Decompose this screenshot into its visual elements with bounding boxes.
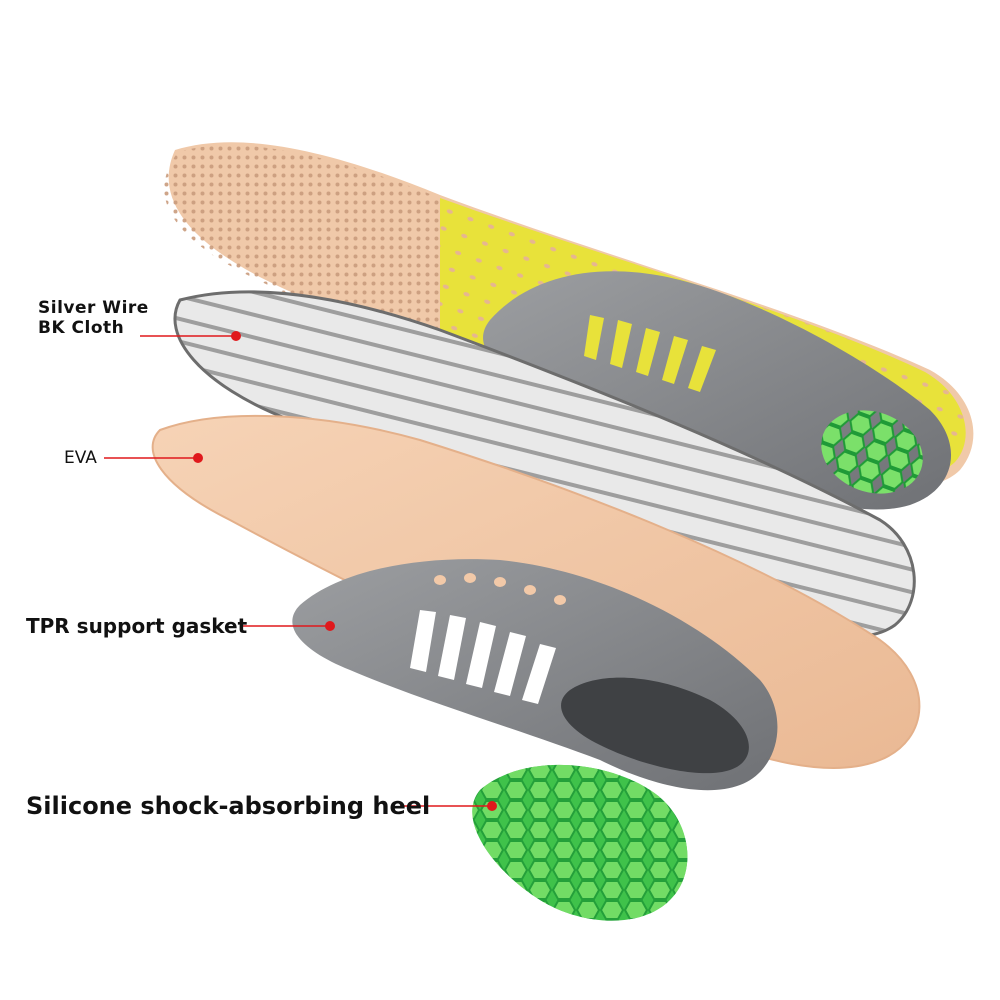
- tpr-gasket-slots: [410, 610, 556, 704]
- callouts: [104, 331, 497, 811]
- silicone-heel-pad: [472, 764, 688, 921]
- label-tpr-support-gasket: TPR support gasket: [26, 614, 248, 638]
- label-eva: EVA: [64, 448, 97, 468]
- top-insole: [164, 142, 974, 510]
- callout-dot-eva: [193, 453, 203, 463]
- label-silver-wire-line1: Silver Wire: [38, 298, 149, 318]
- label-silver-wire-bk-cloth: Silver Wire BK Cloth: [38, 298, 149, 339]
- silicone-heel-pad-honeycomb: [472, 764, 688, 921]
- top-insole-textured-surface: [164, 145, 440, 352]
- label-silicone-heel: Silicone shock-absorbing heel: [26, 792, 431, 820]
- callout-dot-tpr: [325, 621, 335, 631]
- tpr-support-gasket: [292, 559, 778, 791]
- top-insole-arch-slots: [584, 315, 716, 392]
- callout-dot-heel: [487, 801, 497, 811]
- tpr-gasket-holes: [434, 573, 566, 605]
- callout-dot-silver: [231, 331, 241, 341]
- top-insole-green-heel: [821, 410, 923, 494]
- label-silver-wire-line2: BK Cloth: [38, 318, 125, 339]
- tpr-gasket-heel-cup: [561, 677, 749, 774]
